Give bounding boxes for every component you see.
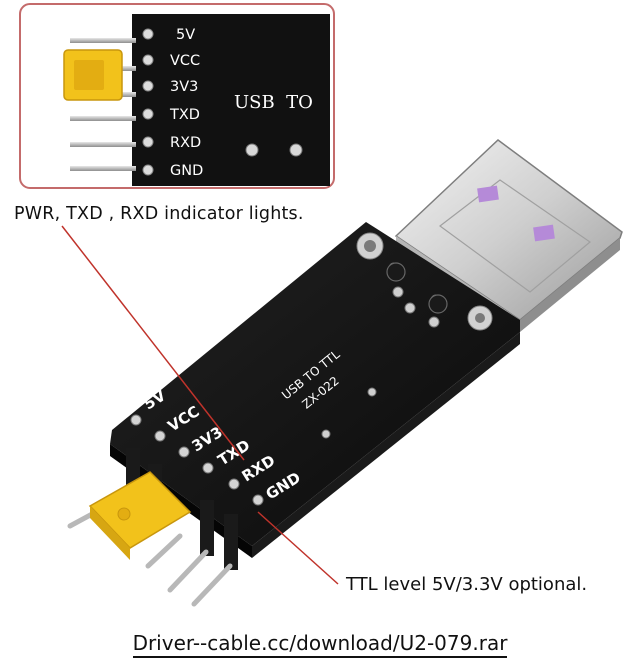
inset-pin-label: TXD	[169, 107, 200, 123]
inset-board-text: USB TO	[234, 92, 313, 113]
driver-link-text[interactable]: Driver--cable.cc/download/U2-079.rar	[132, 631, 508, 658]
inset-pin-label: 3V3	[170, 79, 198, 95]
driver-link-caption[interactable]: Driver--cable.cc/download/U2-079.rar	[0, 631, 640, 658]
inset-pin-label: 5V	[176, 27, 195, 43]
usb-window-right	[533, 224, 555, 242]
inset-pin-label: RXD	[170, 135, 201, 151]
inset-led-left	[245, 143, 259, 157]
main-jumper	[88, 471, 192, 560]
inset-closeup: 5V VCC 3V3 TXD RXD GND USB TO	[19, 3, 335, 189]
ttl-caption: TTL level 5V/3.3V optional.	[346, 574, 588, 595]
indicator-caption: PWR, TXD , RXD indicator lights.	[14, 204, 304, 224]
inset-led-right	[289, 143, 303, 157]
inset-jumper	[63, 49, 123, 101]
inset-pin-label: VCC	[170, 53, 200, 69]
ttl-pointer-line	[257, 511, 339, 585]
inset-pcb	[132, 14, 330, 186]
main-pcb: USB TO TTL ZX-022 5V VCC 3V3 TXD RXD GND	[110, 222, 520, 558]
usb-window-left	[477, 185, 499, 203]
inset-pin-label: GND	[170, 163, 203, 179]
indicator-pointer-line	[61, 225, 245, 461]
inset-pads	[142, 28, 154, 176]
annotation-lines	[61, 225, 339, 585]
